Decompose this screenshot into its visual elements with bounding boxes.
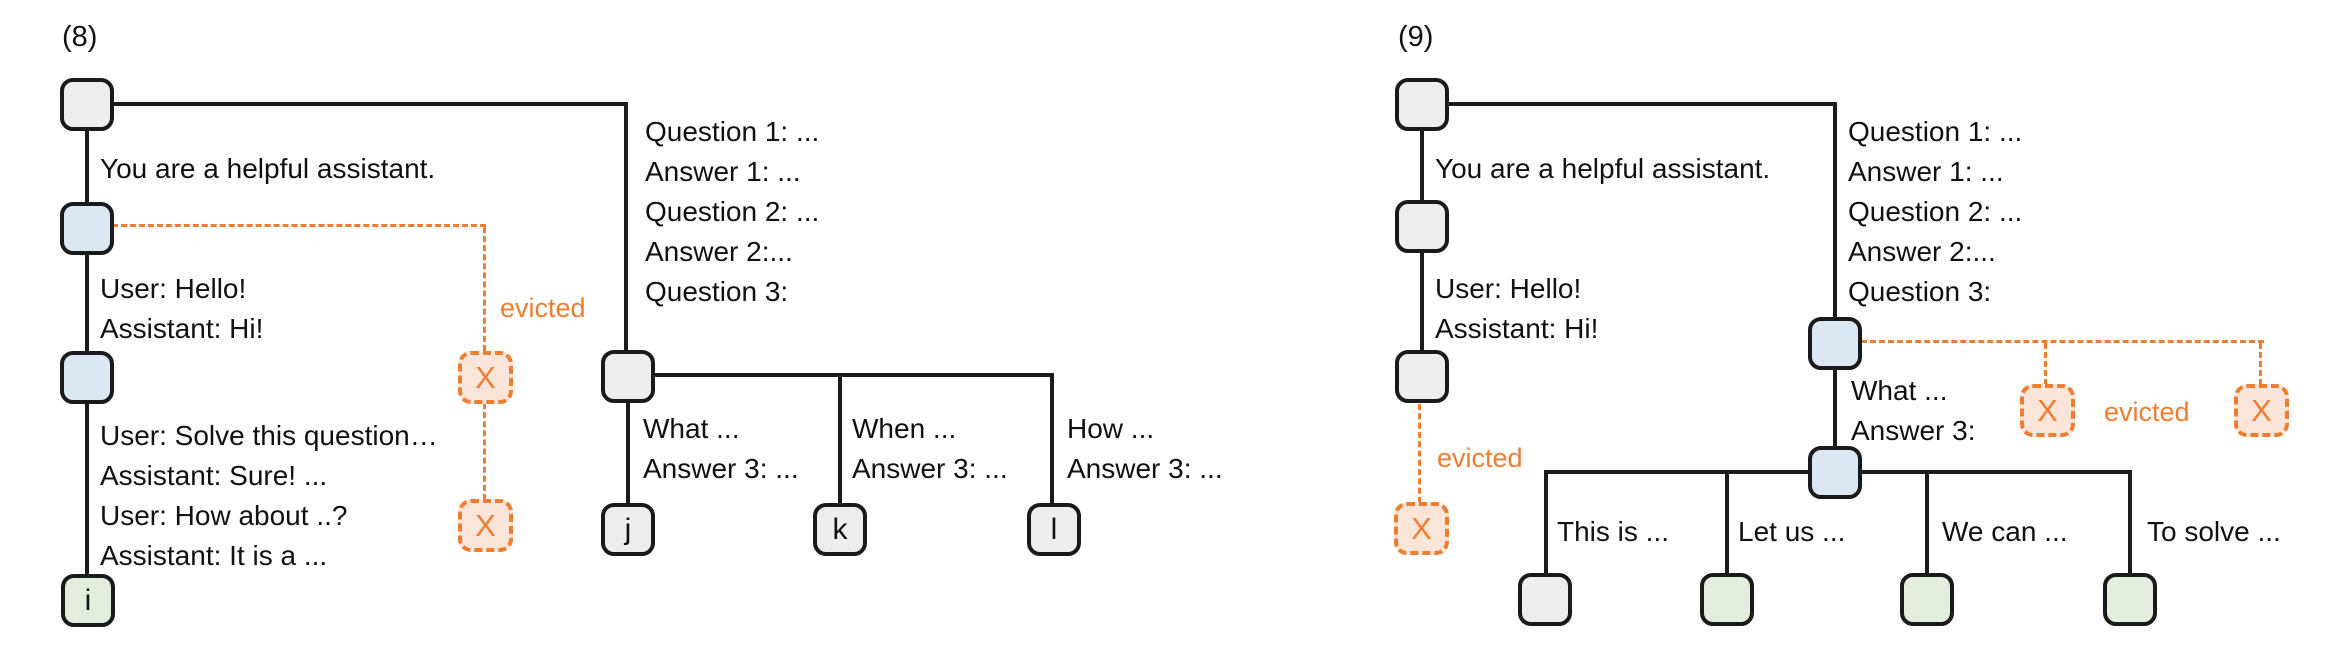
p9-left-evicted-x-box: X <box>1394 502 1449 555</box>
p9-drop-4-line <box>2128 470 2132 575</box>
p9-right-evicted-label: evicted <box>2104 397 2190 427</box>
p9-drop-3-line <box>1925 470 1929 575</box>
label-line: What ... <box>643 413 740 444</box>
p9-gray-node-2 <box>1395 200 1449 253</box>
label-line: Answer 3: ... <box>852 453 1008 484</box>
x-icon: X <box>2251 392 2272 428</box>
node-letter: k <box>832 512 848 546</box>
p8-blue-node-1 <box>60 202 114 255</box>
label-line: What ... <box>1851 375 1948 406</box>
p9-right-evicted-x-box-1: X <box>2020 384 2075 437</box>
label-line: Question 1: ... <box>1848 116 2023 147</box>
label-line: Answer 2:... <box>1848 236 1996 267</box>
p8-root-node <box>60 78 114 131</box>
label-line: User: Solve this question… <box>100 420 438 451</box>
panel9-label: (9) <box>1398 21 1434 53</box>
p9-left-evicted-label: evicted <box>1437 443 1523 473</box>
p9-child-label-this-is: This is ... <box>1557 516 1670 547</box>
p8-right-drop-line <box>624 102 628 353</box>
p9-right-evict-dash-h <box>1861 340 2264 343</box>
p8-solve-label: User: Solve this question… Assistant: Su… <box>100 416 438 576</box>
p9-top-branch-line <box>1445 102 1836 106</box>
p8-drop-j-line <box>626 400 630 505</box>
p9-right-drop-line <box>1833 102 1837 320</box>
label-line: Question 1: ... <box>645 116 820 147</box>
p8-fanout-line <box>652 373 1054 377</box>
p8-blue-node-2 <box>60 351 114 404</box>
p9-right-evicted-x-box-2: X <box>2234 384 2289 437</box>
p8-system-prompt-label: You are a helpful assistant. <box>100 153 436 184</box>
p9-what-label: What ... Answer 3: <box>1851 371 1976 451</box>
label-line: Answer 1: ... <box>1848 156 2004 187</box>
p8-drop-l-line <box>1050 375 1054 505</box>
p8-evict-dash-v2 <box>483 403 486 500</box>
p8-top-branch-line <box>110 102 627 106</box>
p8-leaf-node-i: i <box>61 574 115 627</box>
p9-gray-node-3 <box>1395 350 1449 403</box>
p8-leaf-node-j: j <box>601 503 655 556</box>
p9-blue-chain-line <box>1833 368 1837 448</box>
label-line: Answer 3: ... <box>643 453 799 484</box>
label-line: Question 3: <box>1848 276 1992 307</box>
p9-drop-2-line <box>1725 470 1729 575</box>
p8-evicted-x-box-1: X <box>458 351 513 404</box>
p9-left-evict-dash-v <box>1418 404 1421 503</box>
p8-qa-history-label: Question 1: ... Answer 1: ... Question 2… <box>645 112 819 312</box>
p9-root-node <box>1395 78 1449 131</box>
p9-right-evict-dash-v2 <box>2259 343 2262 385</box>
x-icon: X <box>475 507 496 543</box>
p9-child-label-to-solve: To solve ... <box>2147 516 2281 547</box>
x-icon: X <box>1411 510 1432 546</box>
p8-drop-k-line <box>838 375 842 505</box>
p9-right-evict-dash-v1 <box>2044 343 2047 385</box>
p8-evicted-label: evicted <box>500 293 586 323</box>
p8-hello-label: User: Hello! Assistant: Hi! <box>100 269 263 349</box>
p9-system-prompt-label: You are a helpful assistant. <box>1435 153 1771 184</box>
x-icon: X <box>475 359 496 395</box>
p9-leaf-node-1 <box>1518 573 1572 626</box>
p8-branch-node <box>601 350 655 403</box>
label-line: Answer 3: ... <box>1067 453 1223 484</box>
p8-evict-dash-h <box>112 224 486 227</box>
label-line: Answer 3: <box>1851 415 1976 446</box>
label-line: Answer 2:... <box>645 236 793 267</box>
node-letter: l <box>1050 512 1058 546</box>
label-line: Question 2: ... <box>645 196 820 227</box>
label-line: Assistant: Sure! ... <box>100 460 328 491</box>
p8-what-label: What ... Answer 3: ... <box>643 409 799 489</box>
label-line: Assistant: Hi! <box>1435 313 1599 344</box>
label-line: How ... <box>1067 413 1155 444</box>
p9-leaf-node-2 <box>1700 573 1754 626</box>
panel8-label: (8) <box>62 21 98 53</box>
label-line: When ... <box>852 413 957 444</box>
x-icon: X <box>2037 392 2058 428</box>
label-line: Assistant: It is a ... <box>100 540 328 571</box>
p8-leaf-node-l: l <box>1027 503 1081 556</box>
p8-evict-dash-v1 <box>483 227 486 351</box>
p9-qa-history-label: Question 1: ... Answer 1: ... Question 2… <box>1848 112 2022 312</box>
p9-child-label-we-can: We can ... <box>1942 516 2068 547</box>
p9-leaf-node-4 <box>2103 573 2157 626</box>
p8-evicted-x-box-2: X <box>458 499 513 552</box>
p9-blue-node-1 <box>1808 317 1862 370</box>
node-letter: j <box>624 512 632 546</box>
label-line: User: How about ..? <box>100 500 348 531</box>
p8-leaf-node-k: k <box>813 503 867 556</box>
label-line: Question 2: ... <box>1848 196 2023 227</box>
p9-drop-1-line <box>1544 470 1548 575</box>
label-line: Assistant: Hi! <box>100 313 264 344</box>
p9-hello-label: User: Hello! Assistant: Hi! <box>1435 269 1598 349</box>
p9-leaf-node-3 <box>1900 573 1954 626</box>
p8-when-label: When ... Answer 3: ... <box>852 409 1008 489</box>
p9-child-label-let-us: Let us ... <box>1738 516 1846 547</box>
label-line: User: Hello! <box>100 273 247 304</box>
label-line: Answer 1: ... <box>645 156 801 187</box>
label-line: Question 3: <box>645 276 789 307</box>
label-line: User: Hello! <box>1435 273 1582 304</box>
p9-blue-node-2 <box>1808 446 1862 499</box>
p8-how-label: How ... Answer 3: ... <box>1067 409 1223 489</box>
node-letter: i <box>84 583 92 617</box>
